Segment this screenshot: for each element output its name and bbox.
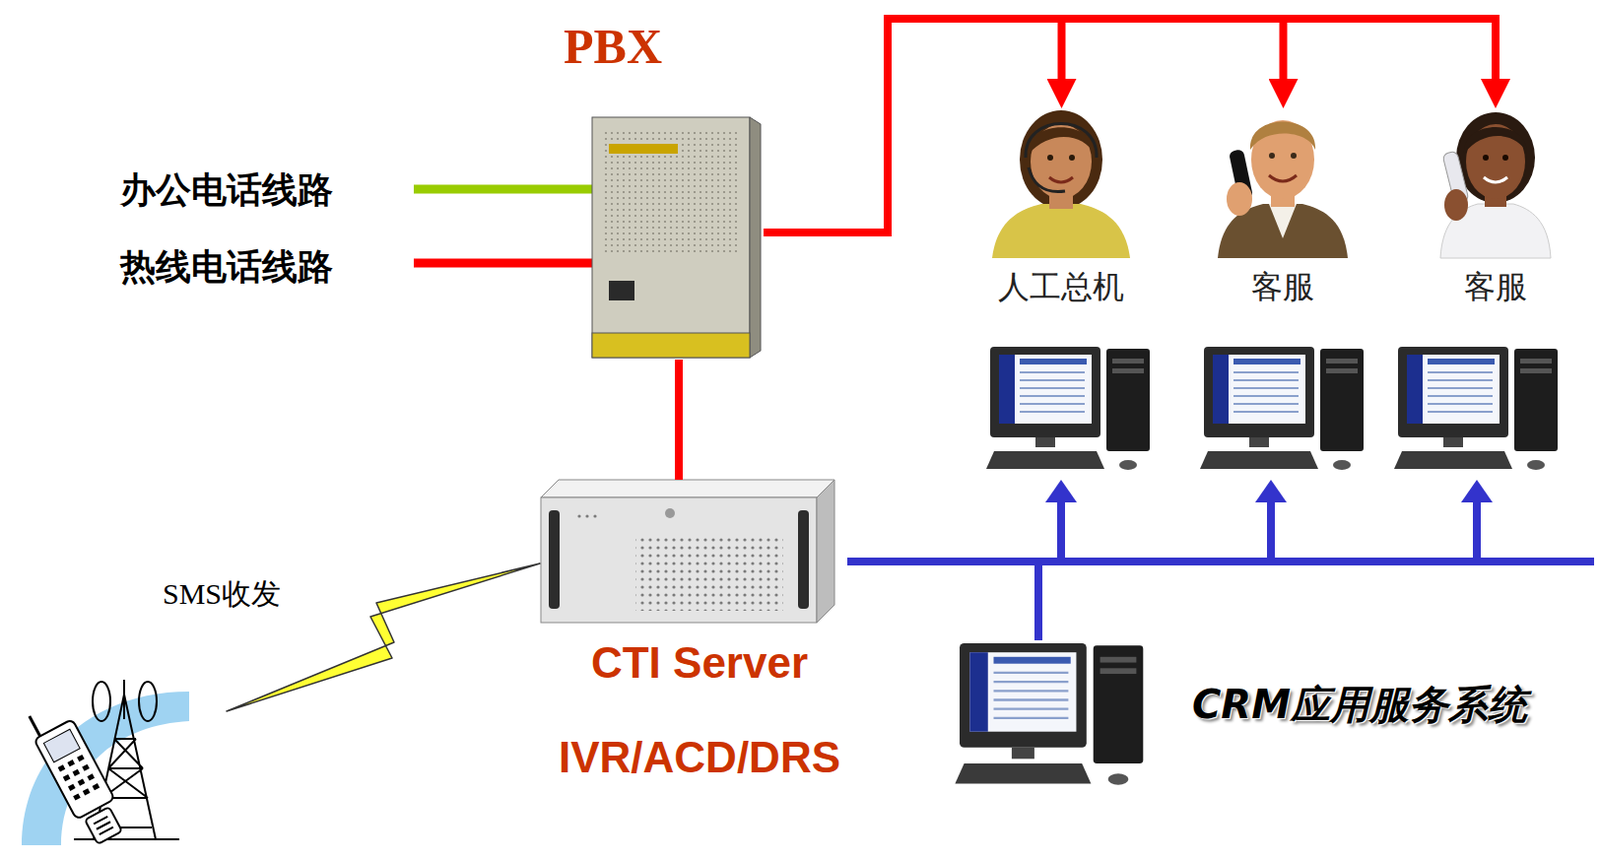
phone-screen (43, 729, 80, 763)
phone-antenna (29, 716, 41, 736)
cabinet-grille (602, 130, 739, 254)
lan-drops (1045, 479, 1493, 562)
eye (1290, 152, 1297, 159)
sms-label: SMS收发 (162, 574, 281, 615)
smile (1049, 177, 1073, 183)
voice-connector (763, 18, 1496, 233)
agent-person (1217, 120, 1348, 259)
eye (1268, 152, 1275, 159)
headset-mic (1028, 167, 1066, 193)
hair (1019, 110, 1103, 209)
antenna-oval (92, 681, 111, 722)
lan-drop (1266, 500, 1275, 562)
office-line (413, 185, 593, 195)
server-handle (798, 510, 809, 609)
crm-node: CRM应用服务系统 (950, 640, 1582, 799)
server-vent (576, 510, 600, 523)
fringe (1464, 127, 1528, 154)
server-name: CTI Server (591, 638, 808, 688)
cti-server-node: CTI ServerIVR/ACD/DRS (546, 479, 853, 789)
crm-title: CRM应用服务系统 (1192, 677, 1528, 733)
eye (1482, 154, 1489, 161)
operator-person (992, 110, 1131, 259)
agent-computer (1394, 346, 1558, 470)
eye (1068, 154, 1075, 161)
voice-connector (763, 18, 1063, 233)
agent-computer (986, 346, 1150, 470)
tower-base (73, 838, 180, 841)
hand (1226, 182, 1253, 216)
eye (1047, 154, 1054, 161)
role-label: 客服 (1464, 266, 1528, 310)
smile (1268, 175, 1297, 182)
cabinet-front (592, 117, 750, 358)
phone-keypad (59, 756, 99, 799)
shirt (992, 203, 1131, 259)
crm-computer (954, 643, 1143, 786)
pbx-title: PBX (563, 17, 663, 75)
hotline-line (413, 259, 593, 268)
cti-link (674, 359, 683, 480)
signal-swoosh (21, 691, 190, 846)
lan-arrowhead (1255, 479, 1287, 503)
server-box (540, 479, 835, 623)
voice-connector (763, 18, 1284, 233)
phone-body (84, 806, 123, 845)
agent-person (1440, 112, 1551, 259)
hair (1456, 112, 1535, 203)
collar (1268, 203, 1297, 239)
server-side (816, 479, 835, 623)
hair (1250, 122, 1316, 151)
cabinet-badge (608, 143, 678, 154)
server-front (540, 497, 817, 623)
lan-drop (1057, 500, 1066, 562)
phone-body (33, 719, 115, 820)
role-label: 客服 (1251, 266, 1315, 310)
pbx-cabinet (592, 117, 761, 358)
cabinet-side (749, 117, 761, 358)
phone-keypad (93, 816, 114, 835)
lan-link (852, 561, 1039, 641)
lan-arrowhead (1045, 479, 1077, 503)
server-top (540, 479, 835, 498)
mobile-phone (23, 699, 116, 820)
smile (1483, 177, 1508, 183)
eye (1502, 154, 1509, 161)
hand (1444, 189, 1468, 221)
agent-computer (1200, 346, 1364, 470)
cabinet-port (608, 280, 635, 301)
lan-drop (1472, 500, 1481, 562)
server-handle (548, 510, 560, 609)
line-label: 热线电话线路 (120, 243, 334, 292)
agent-node: 客服 (1438, 108, 1553, 316)
mobile-phone (84, 806, 123, 845)
agent-node: 客服 (1216, 108, 1350, 316)
headset-band (1025, 124, 1097, 159)
operator-node: 人工总机 (985, 108, 1138, 316)
mobile-tower-icon (21, 679, 190, 846)
server-lock (665, 508, 675, 519)
role-label: 人工总机 (998, 266, 1125, 310)
line-label: 办公电话线路 (120, 166, 334, 215)
cabinet-base (592, 333, 750, 358)
antenna-oval (138, 681, 157, 722)
lan-arrowhead (1461, 479, 1493, 503)
server-vent (635, 536, 784, 611)
server-functions: IVR/ACD/DRS (558, 733, 841, 783)
pbx-node: PBX (546, 11, 764, 360)
